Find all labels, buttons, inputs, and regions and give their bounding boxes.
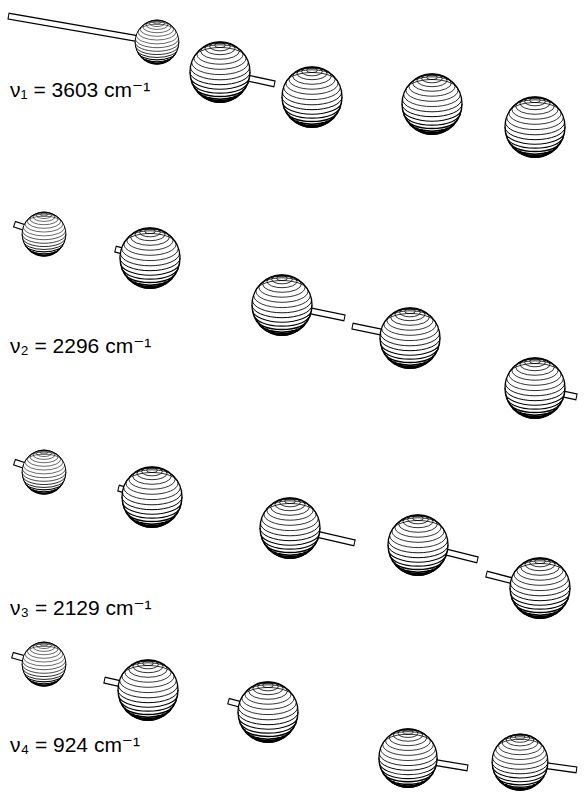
atom-sphere [120, 228, 180, 288]
atom-sphere [260, 498, 320, 558]
atom-sphere [510, 558, 570, 618]
atom-sphere [505, 97, 565, 157]
atom-sphere [379, 729, 437, 787]
frequency-label: ν₄ = 924 cm⁻¹ [10, 733, 140, 756]
atom-sphere [190, 42, 250, 102]
atom-sphere [22, 450, 66, 494]
displacement-rod [8, 16, 157, 42]
frequency-label: ν₃ = 2129 cm⁻¹ [10, 596, 152, 619]
atom-sphere [282, 67, 342, 127]
atom-sphere [388, 515, 448, 575]
atom-sphere [492, 734, 548, 790]
atom-sphere [238, 682, 298, 742]
displacement-rod [8, 16, 157, 42]
frequency-label: ν₂ = 2296 cm⁻¹ [10, 334, 151, 357]
atom-sphere [252, 275, 312, 335]
atom-sphere [402, 74, 462, 134]
frequency-label: ν₁ = 3603 cm⁻¹ [10, 78, 150, 101]
atom-sphere [122, 467, 182, 527]
atom-sphere [135, 20, 179, 64]
atom-sphere [118, 660, 178, 720]
displacement-rod [9, 16, 157, 42]
atom-sphere [380, 308, 440, 368]
atom-sphere [22, 212, 66, 256]
atom-sphere [22, 642, 66, 686]
atom-sphere [505, 358, 565, 418]
